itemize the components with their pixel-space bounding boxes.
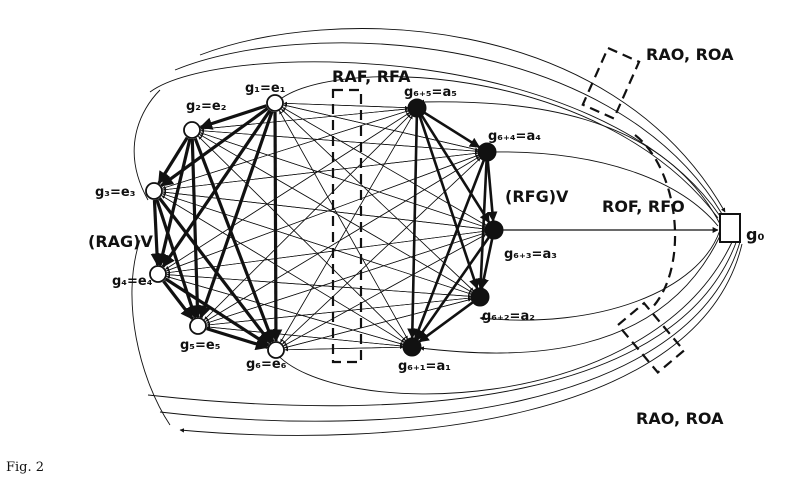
label-rfg-v: (RFG)V: [505, 187, 569, 206]
edge-a4-a3: [486, 160, 498, 223]
edge-a5-g5: [204, 114, 411, 320]
relation-labels: RAF, RFA RAO, ROA RAO, ROA ROF, RFO (RAG…: [88, 45, 734, 428]
dashed-regions: [331, 46, 686, 375]
node-layer: [145, 94, 504, 359]
edge-a5-g4: [165, 112, 410, 270]
node-g6[interactable]: [267, 341, 285, 359]
label-rof-rfo: ROF, RFO: [602, 197, 685, 216]
rao-box-top: [581, 46, 641, 120]
edge-a4-g6: [282, 157, 481, 345]
node-g0[interactable]: [719, 213, 741, 243]
edge-a3-g1: [282, 107, 487, 226]
edge-a4-g5: [205, 156, 480, 322]
edge-g3-g4: [150, 199, 164, 267]
edge-g2-g6: [193, 137, 275, 343]
edge-g2-g3: [157, 136, 189, 185]
edge-a1-g3: [161, 195, 405, 343]
edge-g3-g5: [155, 199, 198, 319]
edge-a1-g6: [284, 346, 404, 352]
node-g1[interactable]: [266, 94, 284, 112]
rao-box-bottom: [616, 301, 686, 375]
edge-a2-g4: [166, 273, 472, 297]
edge-a4-a2: [475, 160, 488, 290]
node-a2[interactable]: [470, 287, 490, 307]
edge-a4-a1: [413, 159, 485, 340]
node-g2[interactable]: [183, 121, 201, 139]
node-g5[interactable]: [189, 317, 207, 335]
edge-a3-g5: [206, 232, 486, 324]
label-rao-roa-bottom: RAO, ROA: [636, 409, 724, 428]
rof-arc: [634, 134, 677, 311]
node-a1[interactable]: [402, 337, 422, 357]
edge-a2-g2: [199, 134, 473, 293]
edge-g1-g3: [160, 106, 269, 188]
label-a4: g₆₊₄=a₄: [488, 129, 541, 144]
outer-loops: [131, 28, 743, 436]
label-rag-v: (RAG)V: [88, 232, 153, 251]
label-g6: g₆=e₆: [246, 357, 287, 372]
node-labels: g₁=e₁ g₂=e₂ g₃=e₃ g₄=e₄ g₅=e₅ g₆=e₆ g₆₊₅…: [95, 81, 764, 374]
edge-a1-g5: [206, 325, 404, 347]
label-g5: g₅=e₅: [180, 338, 220, 353]
edge-a2-g1: [281, 108, 474, 292]
label-g3: g₃=e₃: [95, 185, 135, 200]
edge-g1-g2: [199, 104, 267, 130]
label-a3: g₆₊₃=a₃: [504, 247, 557, 262]
label-rao-roa-top: RAO, ROA: [646, 45, 734, 64]
edge-a5-g6: [280, 115, 413, 343]
figure-caption: Fig. 2: [6, 460, 44, 475]
edge-a4-g1: [283, 104, 479, 151]
edge-g2-g5: [190, 138, 204, 319]
edge-a3-a1: [416, 236, 490, 341]
edge-g1-g6: [269, 111, 283, 343]
label-g0: g₀: [746, 225, 764, 244]
edge-a4-g4: [166, 154, 479, 272]
edge-a3-a2: [478, 238, 494, 290]
node-a4[interactable]: [477, 142, 497, 162]
edge-a5-a4: [423, 111, 481, 149]
edge-g3-g6: [158, 197, 272, 344]
edge-a5-a2: [418, 116, 480, 290]
label-g1: g₁=e₁: [245, 81, 285, 96]
label-raf-rfa: RAF, RFA: [332, 67, 411, 86]
node-g3[interactable]: [145, 182, 163, 200]
edge-g2-g4: [156, 138, 192, 267]
edge-a5-a3: [420, 114, 491, 224]
edge-a2-g3: [162, 193, 472, 295]
edge-g1-g5: [198, 110, 274, 319]
edge-g4-g5: [162, 280, 194, 320]
edge-g4-g6: [164, 277, 270, 347]
node-a5[interactable]: [407, 98, 427, 118]
edge-a1-g1: [279, 110, 408, 340]
edge-a5-g2: [200, 108, 409, 131]
edge-a1-g2: [198, 136, 406, 341]
edge-a2-g5: [206, 297, 472, 327]
node-a3[interactable]: [484, 220, 504, 240]
edge-a5-g1: [283, 101, 409, 109]
edge-a2-a1: [418, 301, 474, 343]
edge-a1-g4: [166, 275, 404, 345]
label-a2: g₆₊₂=a₂: [482, 309, 535, 324]
edge-a5-a1: [407, 116, 419, 340]
edge-a4-g2: [200, 129, 479, 152]
edge-a3-g2: [200, 132, 486, 228]
label-a1: g₆₊₁=a₁: [398, 359, 451, 374]
label-a5: g₆₊₅=a₅: [404, 85, 457, 100]
raf-box: [331, 88, 363, 364]
label-g2: g₂=e₂: [186, 99, 226, 114]
label-g4: g₄=e₄: [112, 274, 153, 289]
edge-a5-g3: [162, 110, 409, 190]
edge-a3-g6: [283, 234, 487, 346]
edge-g5-g6: [206, 327, 269, 351]
edge-layer: [150, 101, 498, 352]
edge-g1-g4: [161, 109, 272, 268]
edge-a4-g3: [162, 152, 479, 192]
node-g4[interactable]: [149, 265, 167, 283]
